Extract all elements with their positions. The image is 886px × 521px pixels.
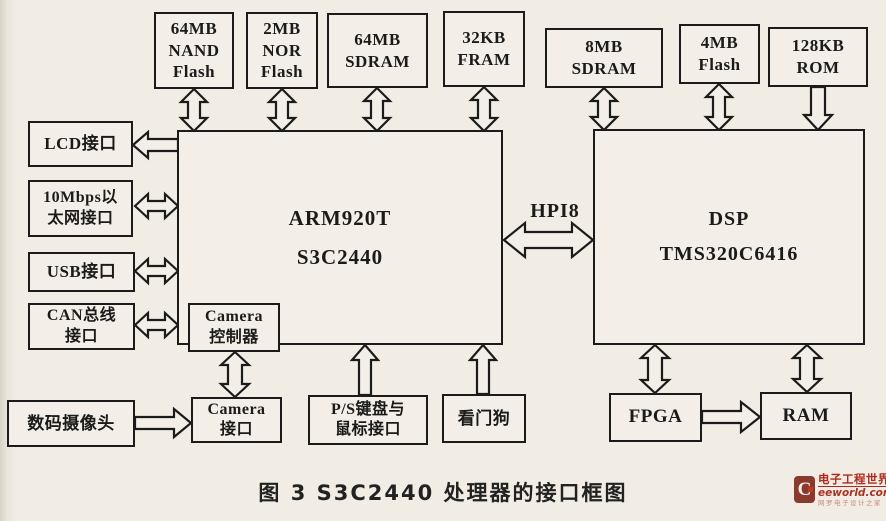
arrow-camera-sensor-link	[133, 406, 193, 440]
arrow-flash4-bus	[703, 82, 735, 132]
camera-sensor-label: 数码摄像头	[27, 413, 115, 433]
arrow-fpga-ram-link	[700, 399, 762, 435]
box-nor-flash: 2MB NOR Flash	[246, 12, 318, 89]
arrow-usb-link	[133, 256, 180, 286]
box-can-interface: CAN总线 接口	[28, 303, 135, 350]
camera-interface-label: Camera 接口	[207, 400, 266, 438]
sdram-8mb-label: 8MB SDRAM	[571, 37, 637, 78]
watermark-tagline: 网罗电子设计之家	[818, 499, 882, 508]
arrow-nand-bus	[178, 87, 210, 133]
usb-interface-label: USB接口	[46, 262, 117, 282]
can-interface-label: CAN总线 接口	[46, 307, 117, 345]
nor-flash-label: 2MB NOR Flash	[260, 18, 304, 82]
box-sdram-8mb: 8MB SDRAM	[545, 28, 663, 88]
box-camera-interface: Camera 接口	[191, 397, 282, 443]
watchdog-label: 看门狗	[457, 408, 511, 428]
arrow-sdram64-bus	[361, 86, 393, 133]
arrow-ethernet-link	[133, 191, 180, 221]
box-nand-flash: 64MB NAND Flash	[154, 12, 234, 89]
box-ram: RAM	[760, 392, 852, 440]
box-flash-4mb: 4MB Flash	[679, 24, 760, 84]
fpga-label: FPGA	[628, 406, 683, 428]
arrow-can-link	[133, 310, 180, 340]
box-usb-interface: USB接口	[28, 252, 135, 292]
box-camera-controller: Camera 控制器	[188, 303, 280, 352]
arrow-watchdog-link	[467, 343, 499, 396]
rom-label: 128KB ROM	[791, 36, 845, 77]
watermark-site-url: eeworld.com.cn	[818, 487, 886, 500]
box-watchdog: 看门狗	[442, 394, 526, 443]
figure-caption: 图 3 S3C2440 处理器的接口框图	[258, 481, 628, 505]
arm-line1: ARM920T	[288, 205, 392, 230]
nand-flash-label: 64MB NAND Flash	[168, 18, 220, 82]
arrow-fram-bus	[468, 85, 500, 133]
box-dsp-tms320c6416: DSP TMS320C6416	[593, 129, 865, 345]
arrow-camera-ctrl-if-bus	[218, 350, 252, 399]
arrow-ps2-link	[349, 343, 381, 397]
fram-label: 32KB FRAM	[457, 28, 511, 69]
eeworld-watermark: C 电子工程世界 eeworld.com.cn 网罗电子设计之家	[794, 473, 886, 508]
arrow-nor-bus	[266, 87, 298, 133]
arrow-lcd-link	[131, 129, 180, 161]
flash-4mb-label: 4MB Flash	[698, 33, 741, 74]
arm-line2: S3C2440	[296, 244, 384, 269]
box-camera-sensor: 数码摄像头	[7, 400, 135, 447]
sdram-64mb-label: 64MB SDRAM	[345, 29, 410, 71]
eeworld-logo-icon: C	[794, 476, 815, 503]
box-ethernet-interface: 10Mbps以 太网接口	[28, 180, 133, 237]
dsp-line2: TMS320C6416	[659, 243, 799, 265]
box-fram: 32KB FRAM	[443, 11, 525, 87]
box-rom: 128KB ROM	[768, 27, 868, 87]
ram-label: RAM	[782, 404, 830, 426]
box-sdram-64mb: 64MB SDRAM	[327, 13, 428, 88]
hpi8-label: HPI8	[530, 200, 580, 222]
camera-controller-label: Camera 控制器	[204, 308, 264, 346]
arrow-sdram8-bus	[588, 86, 620, 132]
lcd-interface-label: LCD接口	[44, 134, 117, 154]
dsp-line1: DSP	[708, 208, 750, 230]
box-lcd-interface: LCD接口	[28, 121, 133, 167]
arrow-hpi8-bus	[502, 220, 595, 260]
ethernet-interface-label: 10Mbps以 太网接口	[43, 189, 118, 227]
watermark-site-name: 电子工程世界	[818, 473, 886, 488]
ps2-keyboard-mouse-label: P/S键盘与 鼠标接口	[330, 400, 406, 438]
box-fpga: FPGA	[609, 393, 702, 442]
box-ps2-keyboard-mouse: P/S键盘与 鼠标接口	[308, 395, 428, 445]
arrow-ram-bus	[790, 343, 824, 394]
arrow-rom-bus	[801, 85, 835, 132]
arrow-fpga-bus	[638, 343, 672, 395]
